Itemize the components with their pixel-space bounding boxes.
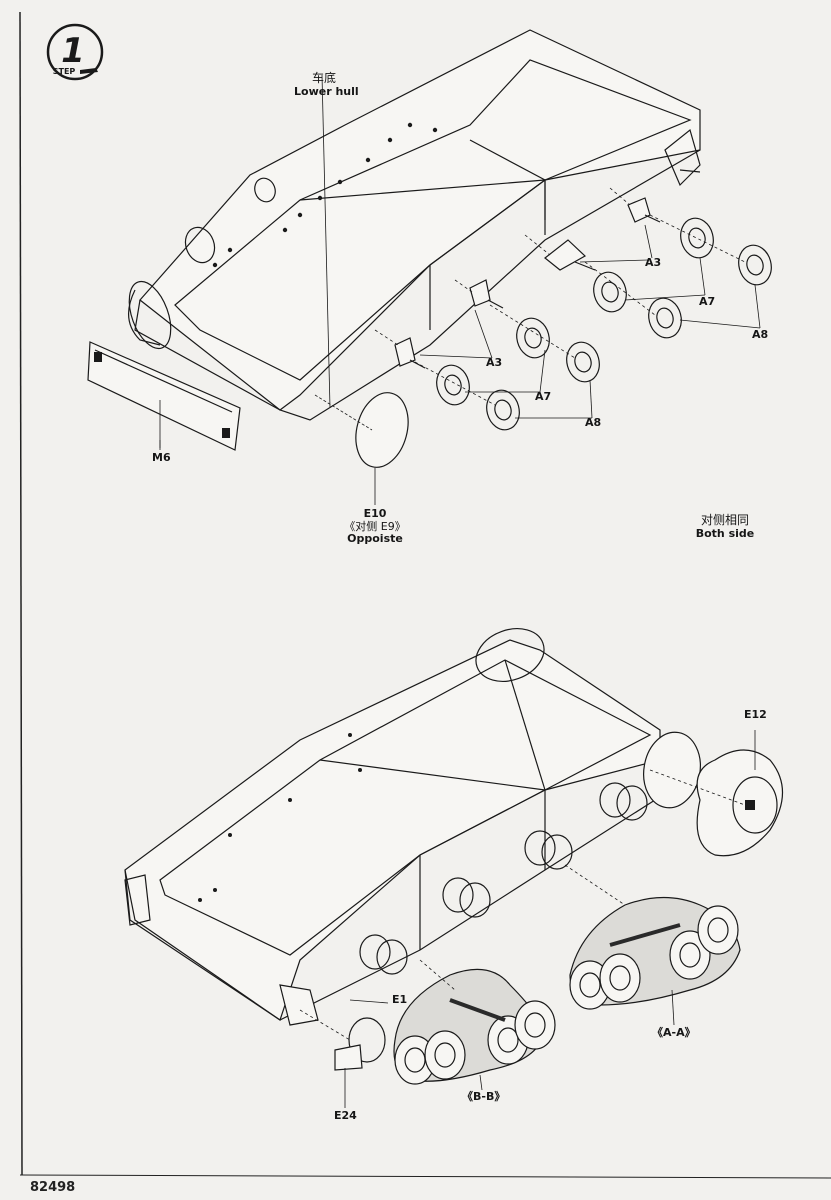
- part-a8-left-label: A8: [585, 416, 602, 429]
- part-e10-note-cn: 《对侧 E9》: [344, 519, 406, 533]
- mounted-wheels: [359, 782, 648, 975]
- part-a3-right-label: A3: [645, 256, 662, 269]
- step-number: 1: [61, 31, 85, 71]
- bottom-hull-drawing: [124, 628, 783, 1108]
- lower-hull-label-cn: 车底: [311, 71, 336, 85]
- part-e10-note-en: Oppoiste: [347, 532, 403, 546]
- step-badge: 1 STEP: [46, 23, 104, 81]
- section-aa-label: 《A-A》: [652, 1026, 696, 1039]
- part-a7-right-label: A7: [699, 295, 716, 308]
- bracket-a3-right: [394, 197, 661, 369]
- section-bb-label: 《B-B》: [462, 1090, 506, 1103]
- both-side-note-en: Both side: [695, 526, 755, 540]
- part-e24-label: E24: [334, 1109, 357, 1122]
- bogie-bb: [393, 959, 556, 1091]
- top-hull-drawing: [87, 29, 772, 505]
- lower-hull-label-en: Lower hull: [294, 84, 359, 98]
- part-e10-label: E10: [363, 507, 387, 520]
- part-a7-left-label: A7: [535, 390, 552, 403]
- road-wheels-top: [436, 217, 772, 431]
- both-side-note-cn: 对侧相同: [700, 513, 749, 527]
- part-e12-label: E12: [744, 708, 767, 721]
- part-a8-right-label: A8: [752, 328, 769, 341]
- lower-hull-label: 车底 Lower hull: [294, 71, 359, 98]
- tank-silhouette-icon: [80, 68, 98, 74]
- page-border-bottom: [19, 1174, 831, 1179]
- step-word: STEP: [53, 67, 76, 76]
- both-side-note: 对侧相同 Both side: [680, 513, 770, 540]
- catalog-number: 82498: [30, 1180, 76, 1195]
- part-e1-label: E1: [392, 993, 408, 1006]
- part-a3-left-label: A3: [486, 356, 503, 369]
- bogie-aa: [564, 864, 741, 1026]
- page-border-left: [19, 11, 23, 1176]
- part-m6-label: M6: [152, 451, 171, 464]
- part-e10-callout: E10 《对侧 E9》 Oppoiste: [330, 507, 420, 546]
